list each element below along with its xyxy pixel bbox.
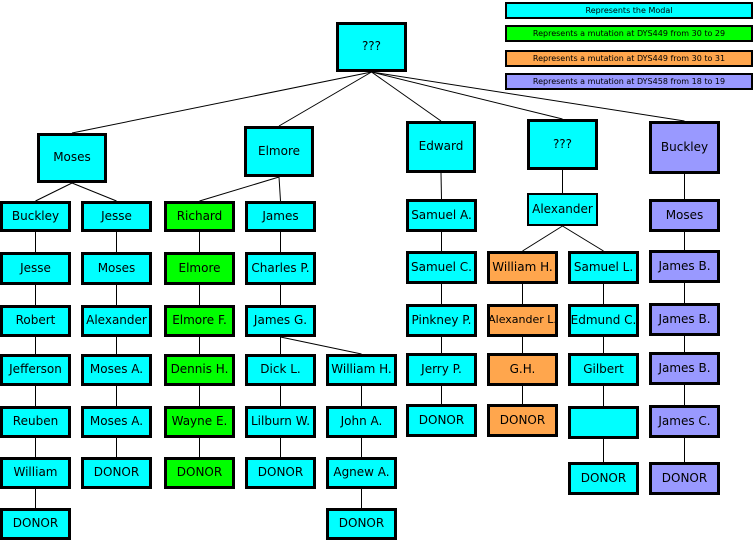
node-gilbert: Gilbert <box>568 353 639 386</box>
node-james-c: James C. <box>649 405 720 438</box>
node-edmund-c: Edmund C. <box>568 304 639 337</box>
node-moses-a: Moses A. <box>81 354 152 386</box>
node-william-h: William H. <box>487 251 558 284</box>
node-lilburn-w: Lilburn W. <box>245 406 316 438</box>
connector-edward-c6_1 <box>440 172 442 200</box>
node-elmore: Elmore <box>164 252 235 285</box>
connector-root-edward <box>371 71 442 122</box>
node-wayne-e: Wayne E. <box>164 406 235 438</box>
connector-root-buckley_top <box>371 71 685 122</box>
node-donor: DONOR <box>245 457 316 489</box>
node-james: James <box>245 201 316 232</box>
legend-dys458-18-19: Represents a mutation at DYS458 from 18 … <box>505 73 753 90</box>
node-jesse: Jesse <box>0 252 71 285</box>
node-charles-p: Charles P. <box>245 252 316 285</box>
node-donor: DONOR <box>406 404 477 437</box>
node-donor: DONOR <box>81 457 152 489</box>
connector-elmore-c3_1 <box>199 176 280 202</box>
node-john-a: John A. <box>326 406 397 438</box>
connector-root-moses <box>71 71 372 134</box>
connector-alexander-c7_1 <box>522 225 563 252</box>
connector-elmore-c4_1 <box>278 176 281 202</box>
node-william: William <box>0 457 71 489</box>
node-elmore-f: Elmore F. <box>164 305 235 337</box>
node-james-b: James B. <box>649 352 720 385</box>
node-dick-l: Dick L. <box>245 354 316 386</box>
node-william-h: William H. <box>326 354 397 386</box>
node-moses: Moses <box>649 199 720 232</box>
node-james-b: James B. <box>649 303 720 336</box>
node-g-h: G.H. <box>487 353 558 386</box>
connector-root-elmore <box>278 71 372 127</box>
node-elmore: Elmore <box>244 126 314 177</box>
connector-alexander-c8_1 <box>562 225 604 252</box>
node-jesse: Jesse <box>81 201 152 232</box>
node-donor: DONOR <box>568 462 639 495</box>
connector-moses-c2_1 <box>71 182 117 202</box>
connector-moses-c1_1 <box>35 182 73 202</box>
node-alexander-l: Alexander L. <box>487 304 558 337</box>
node-root-unknown: ??? <box>336 22 407 72</box>
node-pinkney-p: Pinkney P. <box>406 304 477 337</box>
node-blank <box>568 406 639 439</box>
node-moses: Moses <box>37 133 107 183</box>
node-donor: DONOR <box>487 404 558 437</box>
node-richard: Richard <box>164 201 235 232</box>
node-jefferson: Jefferson <box>0 354 71 386</box>
node-donor: DONOR <box>0 508 71 540</box>
node-samuel-l: Samuel L. <box>568 251 639 284</box>
node-jerry-p: Jerry P. <box>406 353 477 386</box>
node-edward: Edward <box>406 121 476 173</box>
node-moses: Moses <box>81 252 152 285</box>
node-buckley-top: Buckley <box>649 121 720 174</box>
node-donor: DONOR <box>164 457 235 489</box>
node-samuel-a: Samuel A. <box>406 199 477 232</box>
node-agnew-a: Agnew A. <box>326 457 397 489</box>
node-samuel-c: Samuel C. <box>406 251 477 284</box>
node-alexander: Alexander <box>81 305 152 337</box>
legend-dys449-30-29: Represents a mutation at DYS449 from 30 … <box>505 25 753 42</box>
legend-modal: Represents the Modal <box>505 2 753 19</box>
connector-root-unk2 <box>371 71 563 120</box>
connector-c4_3-c5_1 <box>280 336 362 355</box>
node-robert: Robert <box>0 305 71 337</box>
node-dennis-h: Dennis H. <box>164 354 235 386</box>
node-james-b: James B. <box>649 250 720 283</box>
node-moses-a: Moses A. <box>81 406 152 438</box>
node-buckley: Buckley <box>0 201 71 232</box>
node-reuben: Reuben <box>0 406 71 438</box>
legend-dys449-30-31: Represents a mutation at DYS449 from 30 … <box>505 50 753 67</box>
node-donor: DONOR <box>326 508 397 540</box>
node-unknown-2: ??? <box>527 119 598 170</box>
node-alexander: Alexander <box>527 193 598 226</box>
node-james-g: James G. <box>245 305 316 337</box>
node-donor: DONOR <box>649 462 720 495</box>
